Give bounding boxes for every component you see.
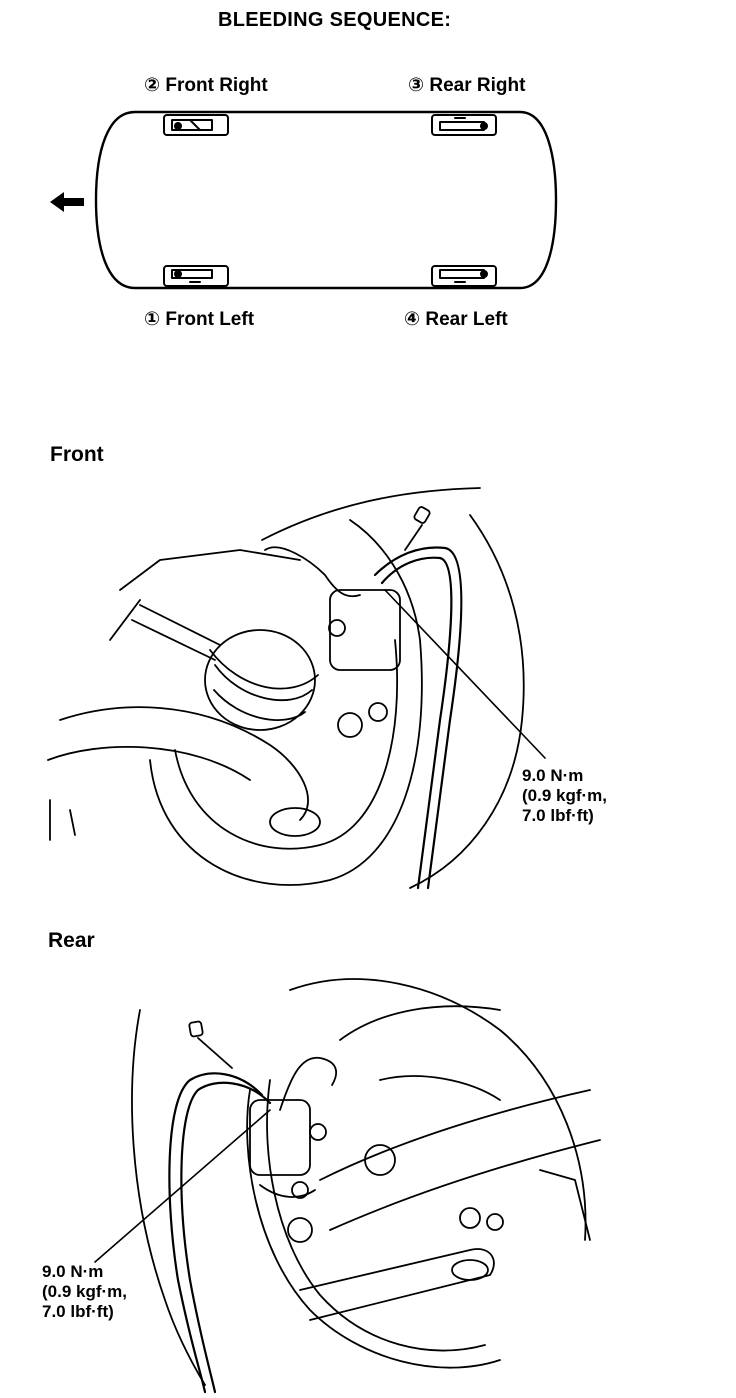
label-rear-right: ③ Rear Right: [408, 76, 525, 96]
torque-value-lbf: 7.0 lbf·ft): [42, 1302, 114, 1321]
position-label: Rear Left: [425, 309, 508, 330]
label-rear-left: ④ Rear Left: [404, 310, 508, 330]
torque-spec-front: 9.0 N·m (0.9 kgf·m, 7.0 lbf·ft): [522, 766, 607, 826]
brake-unit-front-right: [163, 114, 229, 136]
section-heading-rear: Rear: [48, 929, 95, 952]
sequence-number-2: ②: [144, 75, 161, 96]
diagram-title: BLEEDING SEQUENCE:: [218, 9, 452, 31]
torque-value-kgf: (0.9 kgf·m,: [42, 1282, 128, 1301]
forward-arrow-icon: [50, 192, 84, 212]
position-label: Rear Right: [429, 75, 526, 96]
brake-unit-rear-right: [431, 114, 497, 136]
brake-unit-rear-left: [431, 265, 497, 287]
label-front-right: ② Front Right: [144, 76, 268, 96]
position-label: Front Right: [165, 75, 268, 96]
torque-value-kgf: (0.9 kgf·m,: [522, 786, 608, 805]
rear-brake-illustration: [94, 978, 601, 1394]
car-top-view: [50, 110, 558, 290]
torque-value: 9.0 N·m: [42, 1262, 104, 1281]
brake-unit-front-left: [163, 265, 229, 287]
front-brake-illustration: [47, 487, 546, 890]
sequence-number-4: ④: [404, 309, 421, 330]
bleeder-screw-icon: [188, 1020, 204, 1038]
bleeder-screw-icon: [413, 506, 431, 524]
torque-value-lbf: 7.0 lbf·ft): [522, 806, 594, 825]
torque-value: 9.0 N·m: [522, 766, 584, 785]
sequence-number-3: ③: [408, 75, 425, 96]
position-label: Front Left: [165, 309, 255, 330]
section-heading-front: Front: [50, 443, 104, 466]
sequence-number-1: ①: [144, 309, 161, 330]
label-front-left: ① Front Left: [144, 310, 254, 330]
torque-spec-rear: 9.0 N·m (0.9 kgf·m, 7.0 lbf·ft): [42, 1262, 127, 1322]
